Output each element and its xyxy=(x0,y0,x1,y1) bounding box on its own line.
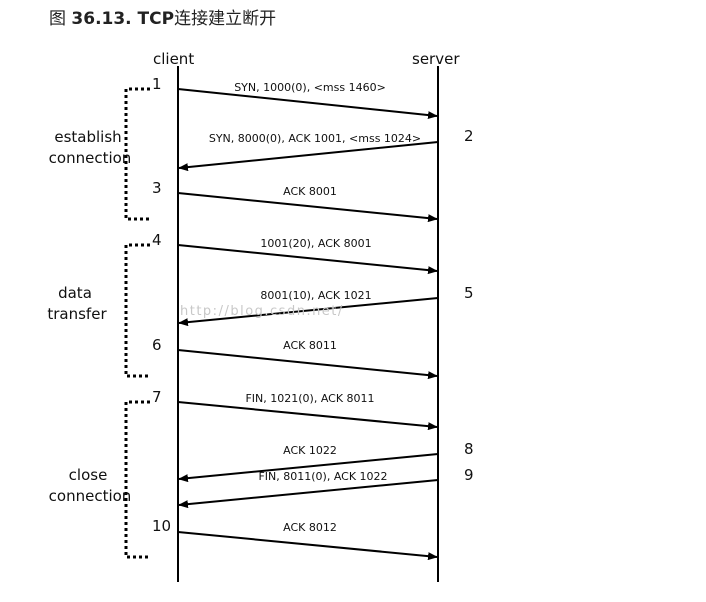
message-label: ACK 8011 xyxy=(283,339,337,352)
message-5: 8001(10), ACK 1021 5 xyxy=(178,284,474,327)
message-arrow xyxy=(178,141,439,172)
figure-title-number: 36.13. TCP xyxy=(71,9,175,29)
message-1: SYN, 1000(0), <mss 1460> 1 xyxy=(152,75,438,120)
phase-bracket-close xyxy=(124,400,150,559)
message-arrow xyxy=(177,244,438,275)
step-number: 7 xyxy=(152,388,162,406)
client-label: client xyxy=(153,50,194,68)
phase-bracket-data xyxy=(124,243,150,378)
phase-bracket-establish xyxy=(124,87,150,221)
step-number: 8 xyxy=(464,440,474,458)
message-arrow xyxy=(178,453,439,483)
message-label: ACK 1022 xyxy=(283,444,337,457)
message-arrow xyxy=(178,479,439,509)
message-2: SYN, 8000(0), ACK 1001, <mss 1024> 2 xyxy=(178,127,474,172)
message-4: 1001(20), ACK 8001 4 xyxy=(152,231,438,275)
server-label: server xyxy=(412,50,460,68)
figure-title-prefix: 图 xyxy=(49,9,72,29)
message-label: SYN, 1000(0), <mss 1460> xyxy=(234,81,386,94)
message-3: ACK 8001 3 xyxy=(152,179,438,223)
step-number: 4 xyxy=(152,231,162,249)
phase-label-data-2: transfer xyxy=(47,305,107,323)
step-number: 2 xyxy=(464,127,474,145)
phase-label-data-1: data xyxy=(58,284,92,302)
message-arrow xyxy=(177,349,438,380)
message-10: ACK 8012 10 xyxy=(152,517,438,561)
message-7: FIN, 1021(0), ACK 8011 7 xyxy=(152,388,438,431)
message-label: 1001(20), ACK 8001 xyxy=(260,237,371,250)
message-label: ACK 8012 xyxy=(283,521,337,534)
message-label: FIN, 1021(0), ACK 8011 xyxy=(245,392,374,405)
message-label: ACK 8001 xyxy=(283,185,337,198)
message-label: FIN, 8011(0), ACK 1022 xyxy=(258,470,387,483)
message-9: FIN, 8011(0), ACK 1022 9 xyxy=(178,466,474,509)
phase-label-close-2: connection xyxy=(49,487,132,505)
message-label: 8001(10), ACK 1021 xyxy=(260,289,371,302)
message-6: ACK 8011 6 xyxy=(152,336,438,380)
watermark-text: http://blog.csdn.net/ xyxy=(180,304,344,319)
figure-title-text: 连接建立断开 xyxy=(174,9,277,29)
message-arrow xyxy=(177,192,438,223)
step-number: 1 xyxy=(152,75,162,93)
phase-label-establish-2: connection xyxy=(49,149,132,167)
step-number: 9 xyxy=(464,466,474,484)
message-arrow xyxy=(177,401,438,431)
phase-label-establish-1: establish xyxy=(54,128,121,146)
message-arrow xyxy=(177,531,438,561)
step-number: 6 xyxy=(152,336,162,354)
step-number: 3 xyxy=(152,179,162,197)
figure-title: 图 36.13. TCP连接建立断开 xyxy=(49,4,276,29)
message-arrow xyxy=(178,297,439,327)
step-number: 10 xyxy=(152,517,171,535)
message-label: SYN, 8000(0), ACK 1001, <mss 1024> xyxy=(209,132,421,145)
phase-label-close-1: close xyxy=(69,466,108,484)
message-arrow xyxy=(177,88,438,120)
step-number: 5 xyxy=(464,284,474,302)
message-8: ACK 1022 8 xyxy=(178,440,474,483)
